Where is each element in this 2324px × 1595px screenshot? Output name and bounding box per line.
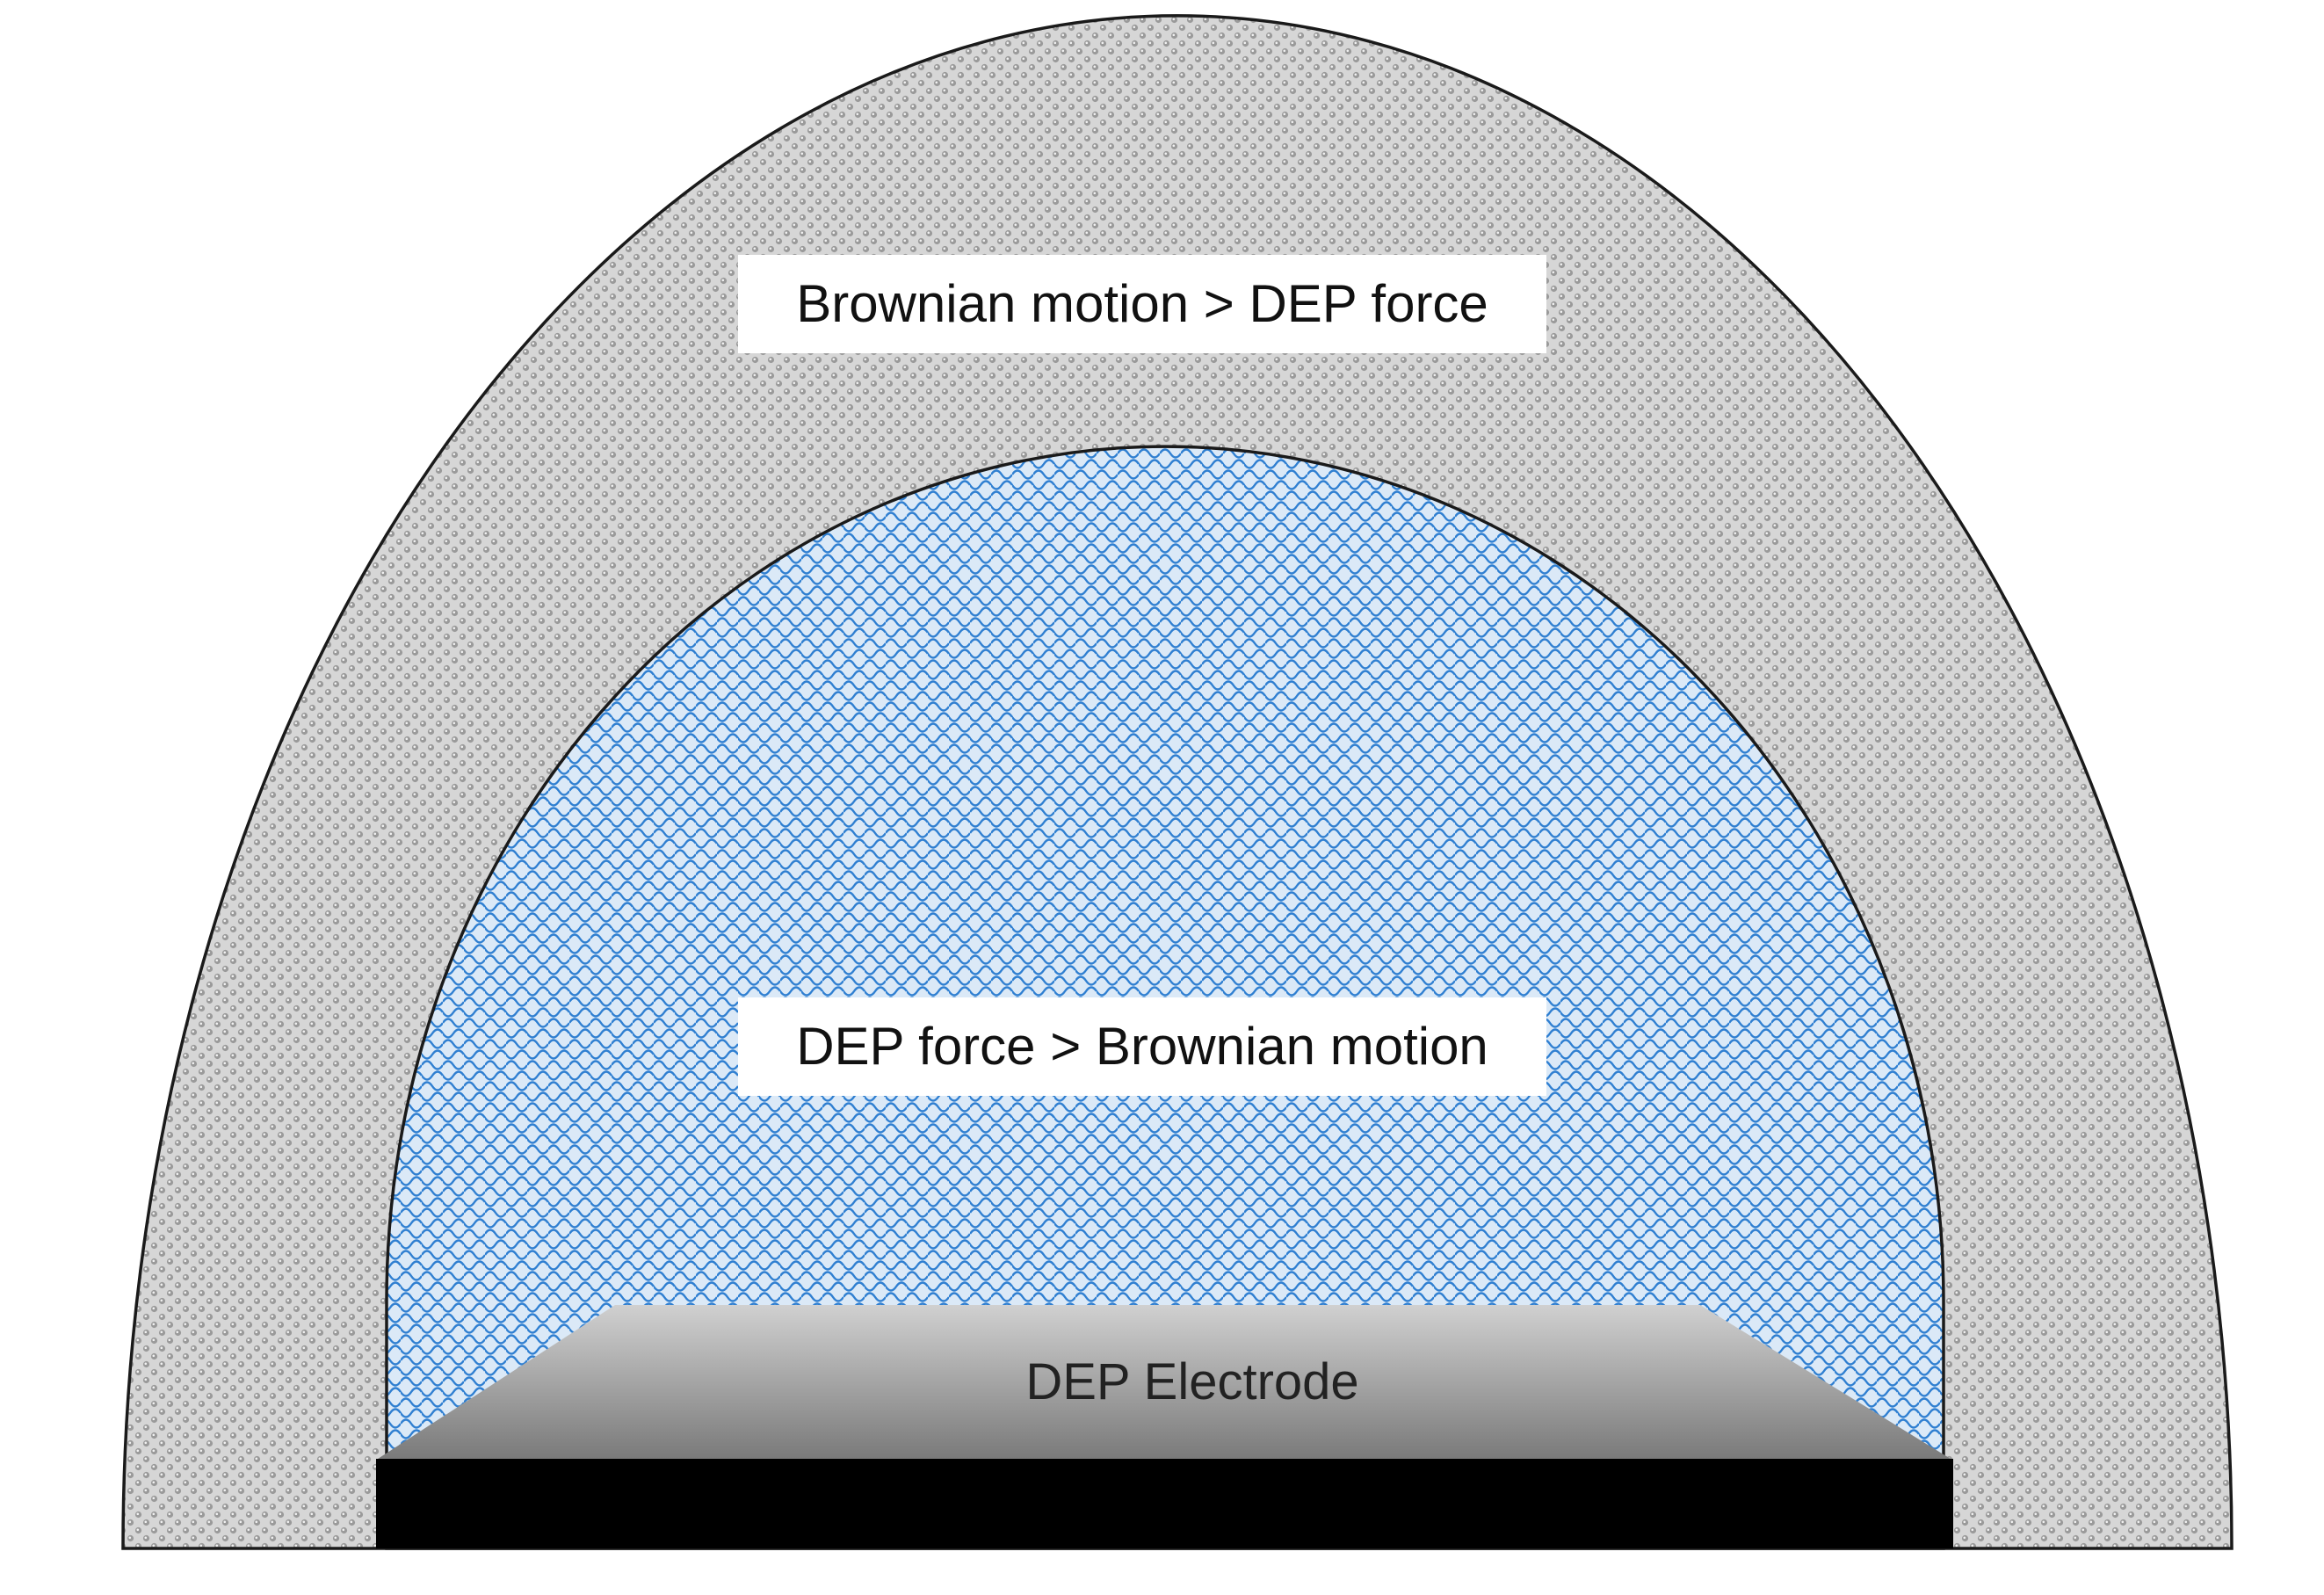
dep-electrode-base [376,1459,1953,1548]
inner-region-label: DEP force > Brownian motion [796,1017,1488,1076]
inner-region-dep-dominant [385,444,1945,1550]
inner-label-background [738,997,1546,1096]
outer-region-label: Brownian motion > DEP force [796,274,1488,333]
outer-label-background [738,255,1546,353]
dep-electrode-top-face [378,1305,1951,1459]
electrode-label: DEP Electrode [1025,1353,1358,1410]
